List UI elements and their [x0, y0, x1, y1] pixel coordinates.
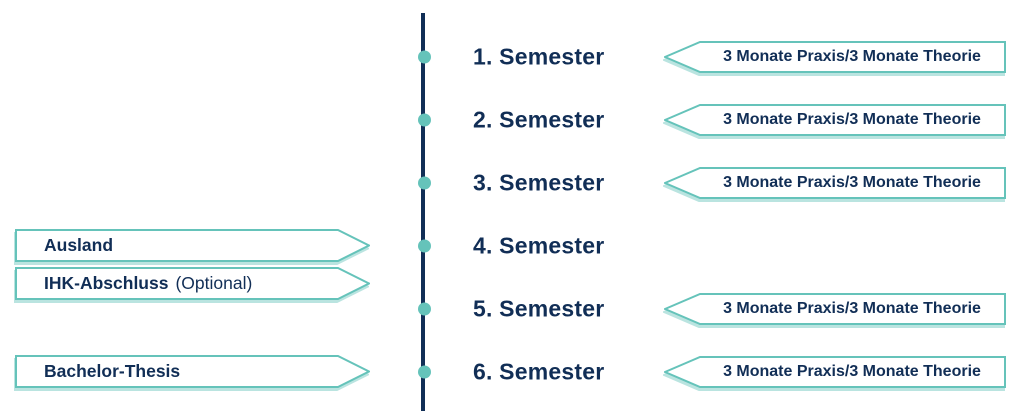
- praxis-theorie-label: 3 Monate Praxis/3 Monate Theorie: [723, 174, 981, 191]
- tag-note-text: (Optional): [175, 273, 253, 293]
- arrow-left-shape: [664, 356, 1006, 388]
- timeline-node-dot: [418, 176, 431, 190]
- praxis-theorie-tag: 3 Monate Praxis/3 Monate Theorie: [664, 356, 1006, 388]
- bachelor-thesis-tag: Bachelor-Thesis: [15, 355, 370, 388]
- praxis-theorie-label: 3 Monate Praxis/3 Monate Theorie: [723, 48, 981, 65]
- semester-label: 4. Semester: [473, 232, 605, 259]
- timeline-axis-line: [421, 13, 425, 411]
- timeline-node-dot: [418, 365, 431, 379]
- tag-main-text: IHK-Abschluss: [44, 273, 169, 293]
- timeline-node-dot: [418, 113, 431, 127]
- ausland-label: Ausland: [44, 229, 120, 262]
- arrow-left-shape: [664, 104, 1006, 136]
- timeline-node-dot: [418, 50, 431, 64]
- arrow-left-shape: [664, 167, 1006, 199]
- ihk-abschluss-label: IHK-Abschluss (Optional): [44, 267, 252, 300]
- ausland-tag: Ausland: [15, 229, 370, 262]
- praxis-theorie-tag: 3 Monate Praxis/3 Monate Theorie: [664, 167, 1006, 199]
- semester-label: 5. Semester: [473, 295, 605, 322]
- praxis-theorie-tag: 3 Monate Praxis/3 Monate Theorie: [664, 41, 1006, 73]
- semester-label: 2. Semester: [473, 106, 605, 133]
- timeline-node-dot: [418, 302, 431, 316]
- praxis-theorie-label: 3 Monate Praxis/3 Monate Theorie: [723, 363, 981, 380]
- bachelor-thesis-label: Bachelor-Thesis: [44, 355, 187, 388]
- semester-label: 1. Semester: [473, 43, 605, 70]
- praxis-theorie-tag: 3 Monate Praxis/3 Monate Theorie: [664, 293, 1006, 325]
- ihk-abschluss-tag: IHK-Abschluss (Optional): [15, 267, 370, 300]
- tag-main-text: Ausland: [44, 235, 114, 255]
- semester-label: 3. Semester: [473, 169, 605, 196]
- tag-main-text: Bachelor-Thesis: [44, 361, 181, 381]
- arrow-left-shape: [664, 41, 1006, 73]
- praxis-theorie-tag: 3 Monate Praxis/3 Monate Theorie: [664, 104, 1006, 136]
- arrow-right-shape: [15, 355, 370, 388]
- arrow-right-shape: [15, 229, 370, 262]
- arrow-left-shape: [664, 293, 1006, 325]
- semester-label: 6. Semester: [473, 358, 605, 385]
- praxis-theorie-label: 3 Monate Praxis/3 Monate Theorie: [723, 300, 981, 317]
- praxis-theorie-label: 3 Monate Praxis/3 Monate Theorie: [723, 111, 981, 128]
- timeline-node-dot: [418, 239, 431, 253]
- arrow-right-shape: [15, 267, 370, 300]
